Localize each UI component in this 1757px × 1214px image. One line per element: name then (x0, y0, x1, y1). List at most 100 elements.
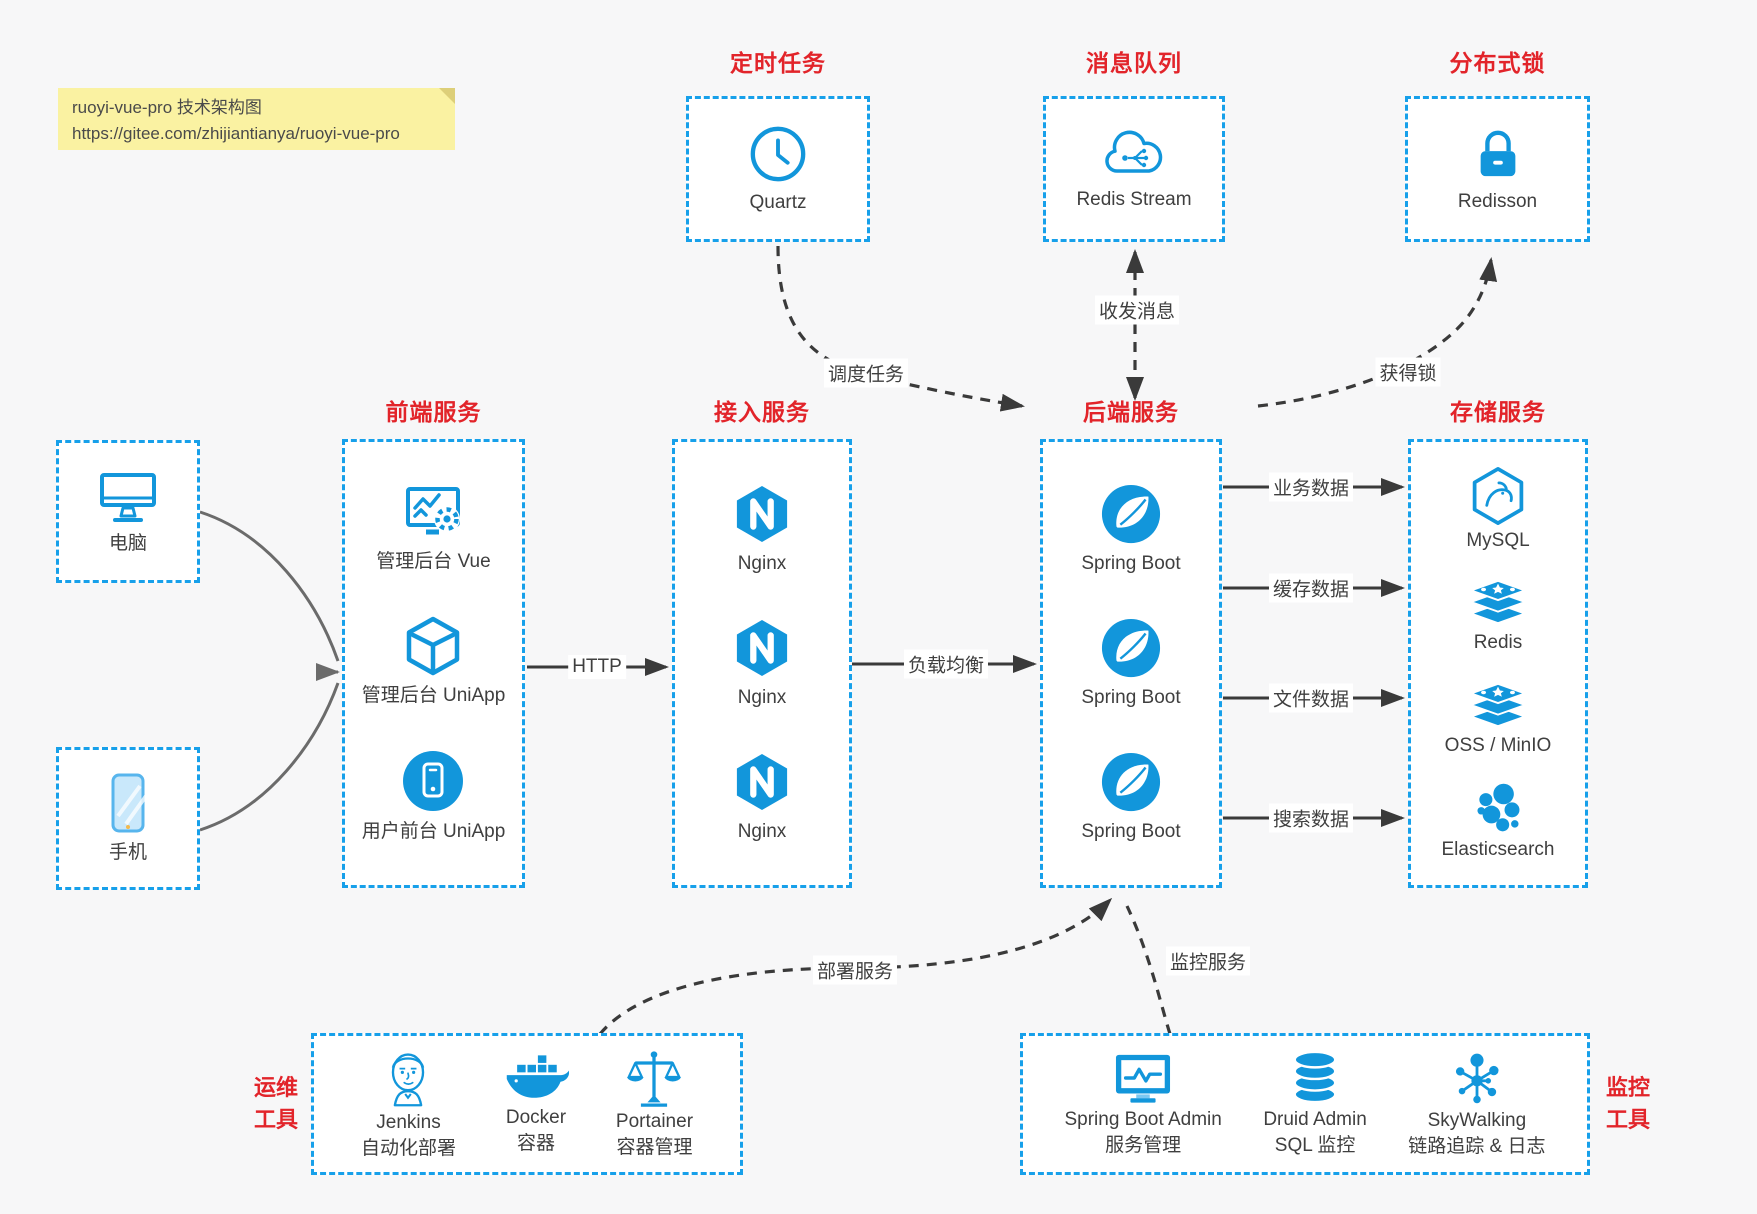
redis-icon (1468, 575, 1528, 629)
node-label: OSS / MinIO (1444, 734, 1552, 756)
druid-icon (1287, 1050, 1343, 1106)
group-box-ops-tools: Jenkins 自动化部署 Docker 容器 (311, 1033, 743, 1175)
edge-label-http: HTTP (568, 655, 626, 679)
node-mysql: MySQL (1466, 465, 1530, 553)
node-admin-uniapp: 管理后台 UniApp (362, 615, 505, 708)
uniapp-cube-icon (402, 615, 464, 677)
node-desc: 服务管理 (1105, 1135, 1182, 1156)
edge-label-monitor-service: 监控服务 (1165, 946, 1251, 976)
lock-icon (1471, 125, 1525, 183)
node-label: 用户前台 UniApp (361, 821, 506, 843)
edge-monitor-service (1125, 905, 1172, 1035)
node-label: Nginx (737, 553, 787, 575)
node-label: Redis (1473, 632, 1523, 654)
node-docker: Docker 容器 (503, 1052, 569, 1156)
edge-label-send-receive-msg: 收发消息 (1094, 295, 1180, 325)
node-desc: 链路追踪 & 日志 (1408, 1136, 1546, 1157)
group-box-message-queue: Redis Stream (1043, 96, 1225, 242)
node-nginx-1: Nginx (734, 483, 790, 576)
spring-boot-admin-icon (1111, 1050, 1175, 1106)
ops-tools-label-line1: 运维 (254, 1075, 299, 1100)
group-box-storage: MySQL Redis (1408, 439, 1588, 888)
docker-icon (503, 1052, 569, 1104)
note-title: ruoyi-vue-pro 技术架构图 (72, 98, 262, 117)
node-admin-vue: 管理后台 Vue (376, 483, 491, 574)
monitor-tools-side-label: 监控 工具 (1606, 1072, 1650, 1136)
group-title-scheduled-tasks: 定时任务 (730, 50, 826, 76)
group-title-backend: 后端服务 (1083, 399, 1179, 425)
node-label: Quartz (749, 191, 807, 213)
node-label: SkyWalking (1427, 1110, 1527, 1132)
ops-tools-label-line2: 工具 (254, 1106, 299, 1132)
edge-client-desktop (199, 510, 340, 662)
group-box-frontend: 管理后台 Vue 管理后台 UniApp (342, 439, 525, 888)
user-app-icon (401, 749, 465, 813)
node-label: Docker (505, 1107, 567, 1129)
nginx-icon (734, 483, 790, 545)
spring-boot-icon (1100, 483, 1162, 545)
monitor-tools-label-line1: 监控 (1606, 1075, 1651, 1100)
jenkins-icon (379, 1047, 437, 1109)
node-user-uniapp: 用户前台 UniApp (361, 749, 506, 844)
node-quartz: Quartz (748, 124, 808, 215)
node-springboot-1: Spring Boot (1081, 483, 1181, 576)
node-label: Nginx (737, 687, 787, 709)
node-label: Jenkins (376, 1112, 441, 1134)
note-url: https://gitee.com/zhijiantianya/ruoyi-vu… (72, 123, 400, 143)
client-box-mobile: 手机 (56, 747, 200, 890)
skywalking-icon (1448, 1049, 1506, 1107)
elasticsearch-icon (1470, 780, 1526, 836)
node-elasticsearch: Elasticsearch (1442, 780, 1555, 862)
mysql-icon (1469, 465, 1527, 527)
edge-label-business-data: 业务数据 (1268, 472, 1354, 502)
portainer-icon (625, 1048, 683, 1108)
node-label: Spring Boot (1081, 821, 1181, 843)
group-title-gateway: 接入服务 (714, 399, 810, 425)
node-portainer: Portainer 容器管理 (616, 1048, 693, 1160)
node-label: Redis Stream (1076, 188, 1192, 210)
node-label: Redisson (1457, 190, 1538, 212)
edge-label-search-data: 搜索数据 (1268, 803, 1354, 833)
edge-label-file-data: 文件数据 (1268, 683, 1354, 713)
node-label: Spring Boot Admin (1064, 1109, 1222, 1131)
node-desc: SQL 监控 (1274, 1135, 1356, 1156)
group-title-message-queue: 消息队列 (1086, 50, 1182, 76)
node-skywalking: SkyWalking 链路追踪 & 日志 (1408, 1049, 1546, 1159)
spring-boot-icon (1100, 751, 1162, 813)
node-desc: 容器管理 (616, 1137, 693, 1158)
node-label: 管理后台 Vue (376, 551, 491, 573)
mobile-icon (106, 772, 150, 834)
node-label: Nginx (737, 821, 787, 843)
node-mobile: 手机 (106, 772, 150, 865)
node-druid-admin: Druid Admin SQL 监控 (1263, 1050, 1367, 1158)
node-label: Spring Boot (1081, 687, 1181, 709)
group-title-storage: 存储服务 (1450, 399, 1546, 425)
client-box-desktop: 电脑 (56, 440, 200, 583)
node-oss-minio: OSS / MinIO (1444, 678, 1552, 758)
sticky-note: ruoyi-vue-pro 技术架构图 https://gitee.com/zh… (58, 88, 455, 150)
admin-vue-icon (400, 483, 466, 543)
node-redis-stream: Redis Stream (1076, 127, 1192, 212)
node-jenkins: Jenkins 自动化部署 (361, 1047, 456, 1161)
ops-tools-side-label: 运维 工具 (254, 1072, 298, 1136)
node-springboot-3: Spring Boot (1081, 751, 1181, 844)
node-spring-boot-admin: Spring Boot Admin 服务管理 (1064, 1050, 1222, 1158)
edge-label-deploy-service: 部署服务 (812, 955, 898, 985)
group-title-frontend: 前端服务 (385, 399, 482, 425)
node-nginx-2: Nginx (734, 617, 790, 710)
node-desktop: 电脑 (96, 467, 160, 556)
node-label: Druid Admin (1263, 1109, 1367, 1131)
edge-client-mobile (199, 682, 340, 832)
node-springboot-2: Spring Boot (1081, 617, 1181, 710)
node-label: 电脑 (108, 533, 147, 555)
note-fold-corner (439, 88, 455, 104)
clock-icon (748, 124, 808, 184)
node-redisson: Redisson (1458, 125, 1537, 214)
spring-boot-icon (1100, 617, 1162, 679)
edge-label-cache-data: 缓存数据 (1268, 573, 1354, 603)
desktop-icon (96, 467, 160, 525)
edge-label-load-balance: 负载均衡 (903, 649, 989, 679)
node-desc: 自动化部署 (360, 1138, 456, 1159)
group-box-scheduled-tasks: Quartz (686, 96, 870, 242)
node-label: Portainer (615, 1111, 694, 1133)
